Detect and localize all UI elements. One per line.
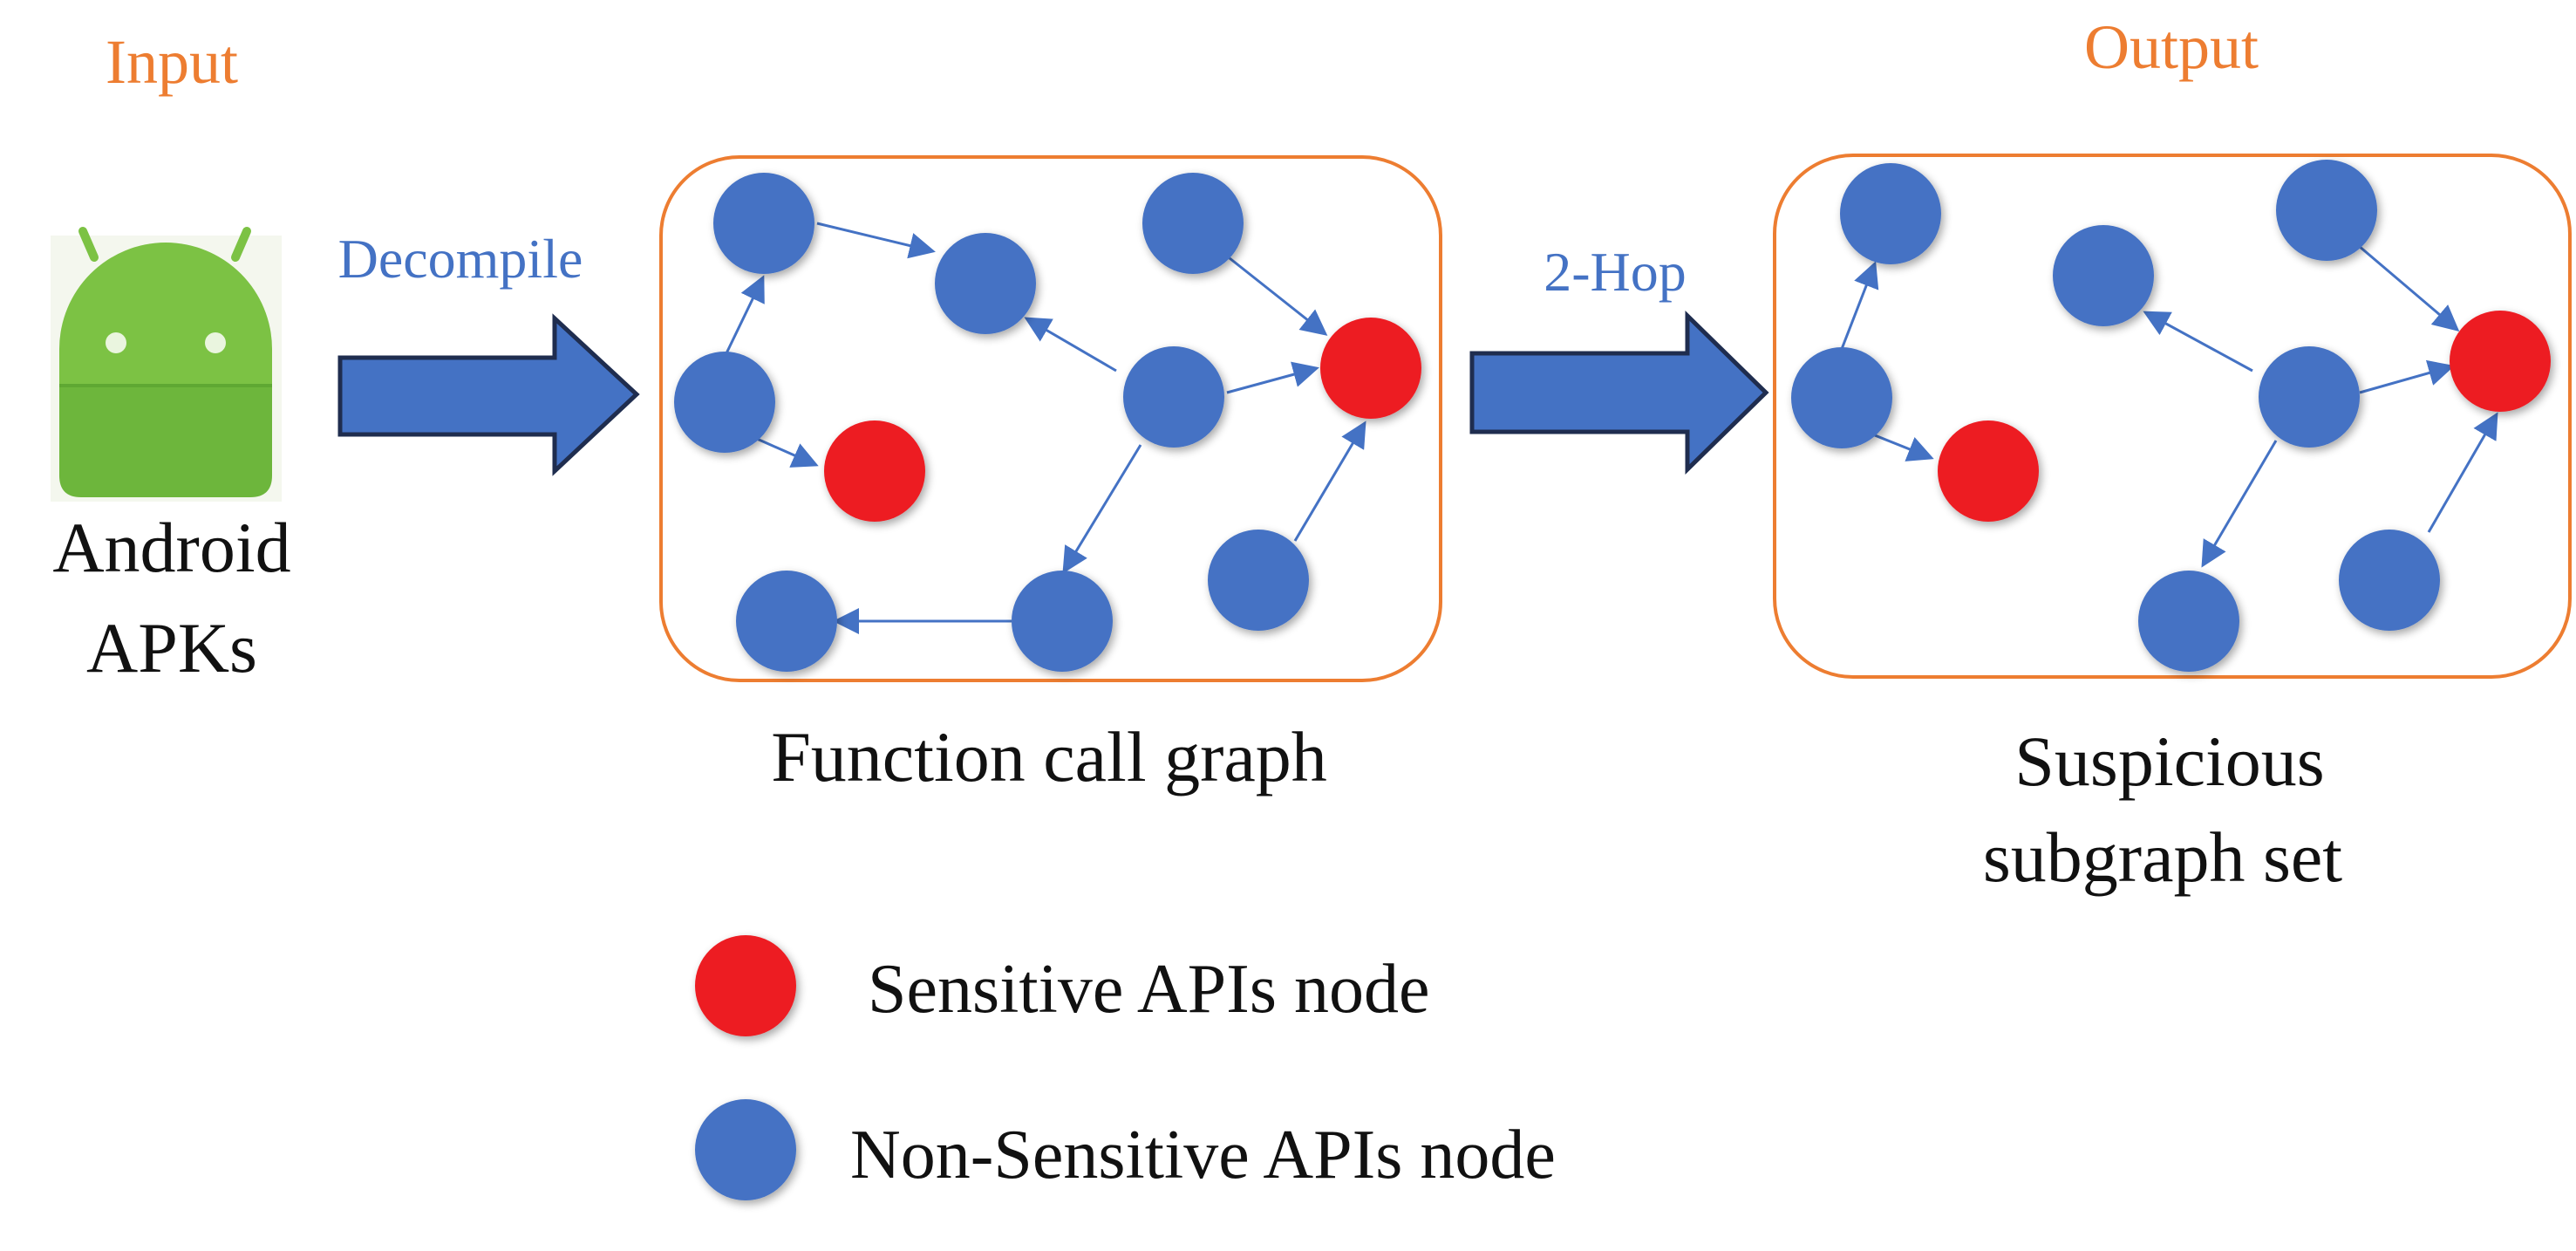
graph-edge [1840,261,1879,350]
graph-edge [1293,420,1366,542]
legend-sensitive-label: Sensitive APIs node [868,951,1429,1028]
graph-edge [756,437,819,468]
android-label-line2: APKs [86,608,257,687]
non-sensitive-node [1840,163,1941,264]
non-sensitive-node [935,233,1036,334]
android-robot-icon [51,227,282,502]
graph-edge [1870,432,1934,461]
function-call-graph-panel [659,155,1442,682]
sensitive-node [2450,311,2551,412]
non-sensitive-node [1012,571,1113,672]
non-sensitive-node [736,571,837,672]
graph-edge [2358,244,2460,332]
sensitive-node [1938,420,2039,522]
graph-edge [1224,253,1328,336]
suspicious-subgraph-nodes [1791,160,2551,672]
non-sensitive-node [1123,346,1224,448]
sensitive-node [824,420,925,522]
graph-edge [1226,361,1319,394]
sensitive-node [1320,318,1421,419]
legend-non-sensitive-swatch [695,1099,796,1200]
decompile-label: Decompile [338,228,583,290]
function-call-graph-edges [725,222,1366,634]
suspicious-label-line2: subgraph set [1983,817,2342,897]
two-hop-arrow [1469,311,1769,475]
suspicious-label-line1: Suspicious [2014,721,2324,801]
function-call-graph-label: Function call graph [771,717,1327,796]
output-label: Output [2084,12,2259,82]
non-sensitive-node [2259,346,2360,448]
suspicious-subgraph-edges [1840,244,2498,568]
legend-sensitive-swatch [695,935,796,1036]
decompile-arrow [337,313,640,476]
non-sensitive-node [2276,160,2377,261]
two-hop-label: 2-Hop [1544,241,1687,303]
graph-edge [1024,317,1117,373]
legend: Sensitive APIs node Non-Sensitive APIs n… [695,935,1556,1200]
non-sensitive-node [713,173,814,274]
graph-edge [2143,311,2253,373]
non-sensitive-node [2138,571,2239,672]
non-sensitive-node [1791,347,1892,448]
non-sensitive-node [1208,530,1309,631]
legend-non-sensitive-label: Non-Sensitive APIs node [850,1117,1556,1193]
non-sensitive-node [1142,173,1244,274]
graph-edge [725,275,765,354]
graph-edge [1062,444,1142,574]
graph-edge [2201,440,2278,568]
graph-edge [816,222,936,259]
non-sensitive-node [2053,225,2154,326]
graph-edge [2359,359,2455,394]
suspicious-subgraph-panel [1773,154,2572,679]
input-label: Input [106,27,238,97]
non-sensitive-node [2339,530,2440,631]
android-label-line1: Android [52,508,290,587]
graph-edge [2427,412,2498,533]
function-call-graph-nodes [674,173,1421,672]
non-sensitive-node [674,352,775,453]
